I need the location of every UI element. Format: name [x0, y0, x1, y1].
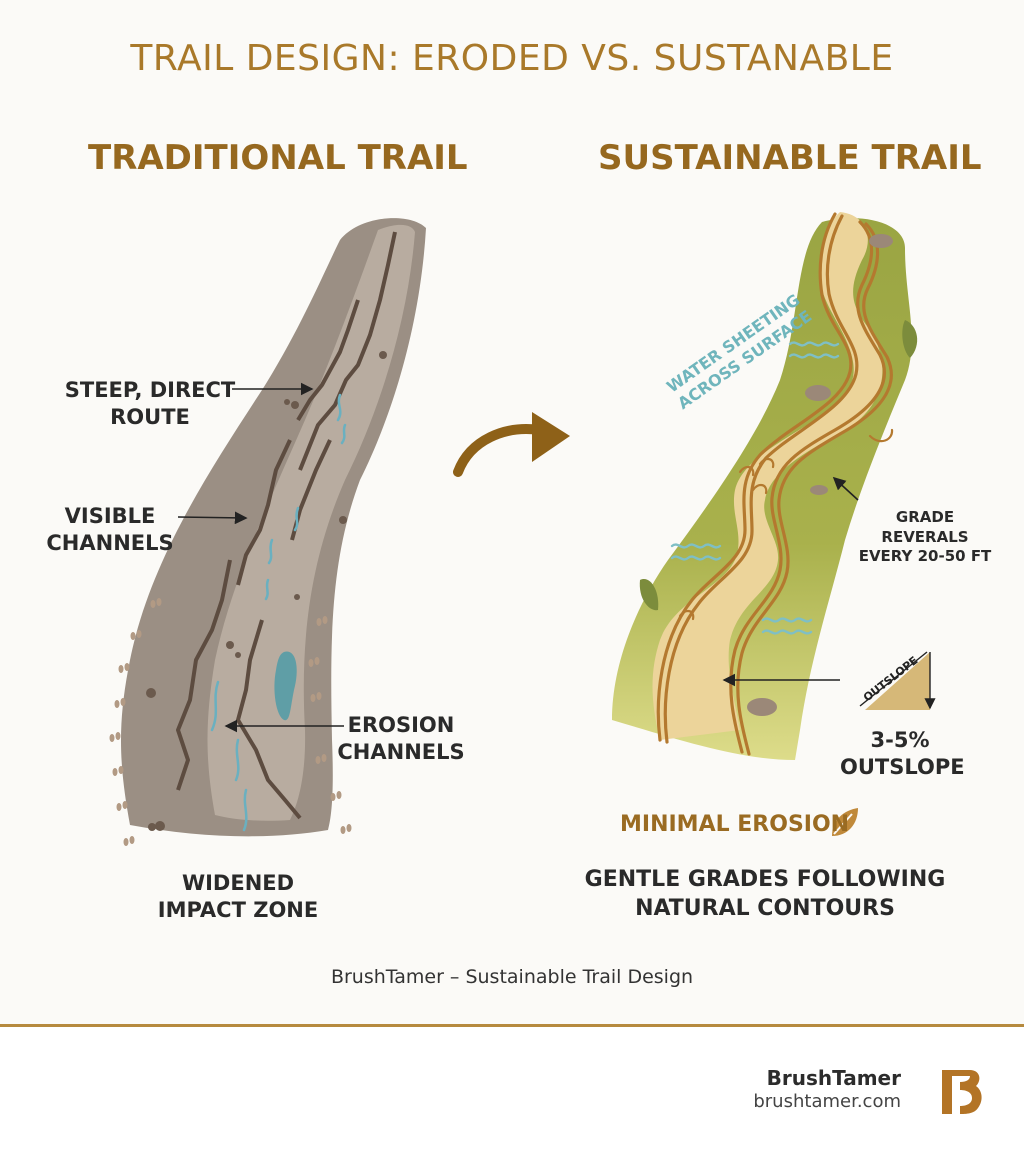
erosion-label-line2: CHANNELS [337, 740, 465, 765]
gentle-label-line1: GENTLE GRADES FOLLOWING [584, 867, 946, 892]
minimal-erosion-label: MINIMAL EROSION [620, 812, 850, 837]
steep-direct-route-label: STEEP, DIRECT ROUTE [62, 377, 238, 432]
grade-label-line1: GRADE REVERALS [881, 508, 969, 546]
steep-label-line2: ROUTE [110, 405, 190, 430]
outslope-word: OUTSLOPE [840, 755, 965, 780]
traditional-trail-heading: TRADITIONAL TRAIL [88, 138, 468, 178]
transition-arrow [453, 412, 570, 477]
outslope-triangle-icon [859, 651, 936, 710]
visible-label-line1: VISIBLE [64, 504, 156, 528]
trail-comparison-illustration [109, 212, 936, 846]
eroded-trail-illustration [109, 218, 426, 846]
sustainable-trail-heading: SUSTAINABLE TRAIL [598, 138, 982, 178]
erosion-label-line1: EROSION [347, 713, 455, 737]
grade-reversals-label: GRADE REVERALS EVERY 20-50 FT [850, 508, 1000, 567]
brushtamer-logo-icon [942, 1070, 982, 1114]
brand-name: BrushTamer [766, 1066, 901, 1090]
footer-divider [0, 1024, 1024, 1027]
erosion-channels-label: EROSION CHANNELS [334, 712, 468, 767]
page-title: TRAIL DESIGN: ERODED VS. SUSTANABLE [130, 38, 894, 79]
widened-label-line1: WIDENED [181, 871, 295, 895]
grade-label-line2: EVERY 20-50 FT [858, 547, 992, 565]
gentle-label-line2: NATURAL CONTOURS [635, 895, 895, 921]
brand-url[interactable]: brushtamer.com [753, 1091, 901, 1112]
caption: BrushTamer – Sustainable Trail Design [330, 966, 694, 988]
footer [0, 1027, 1024, 1154]
sustainable-trail-illustration [612, 212, 936, 760]
visible-label-line2: CHANNELS [46, 531, 174, 556]
widened-impact-zone-label: WIDENED IMPACT ZONE [140, 870, 336, 925]
gentle-grades-label: GENTLE GRADES FOLLOWING NATURAL CONTOURS [580, 866, 950, 923]
outslope-percent: 3-5% [870, 728, 930, 752]
visible-channels-label: VISIBLE CHANNELS [40, 503, 180, 558]
steep-label-line1: STEEP, DIRECT [64, 378, 236, 402]
outslope-label: 3-5% OUTSLOPE [840, 727, 965, 782]
leaf-icon [832, 808, 858, 836]
widened-label-line2: IMPACT ZONE [157, 898, 319, 923]
